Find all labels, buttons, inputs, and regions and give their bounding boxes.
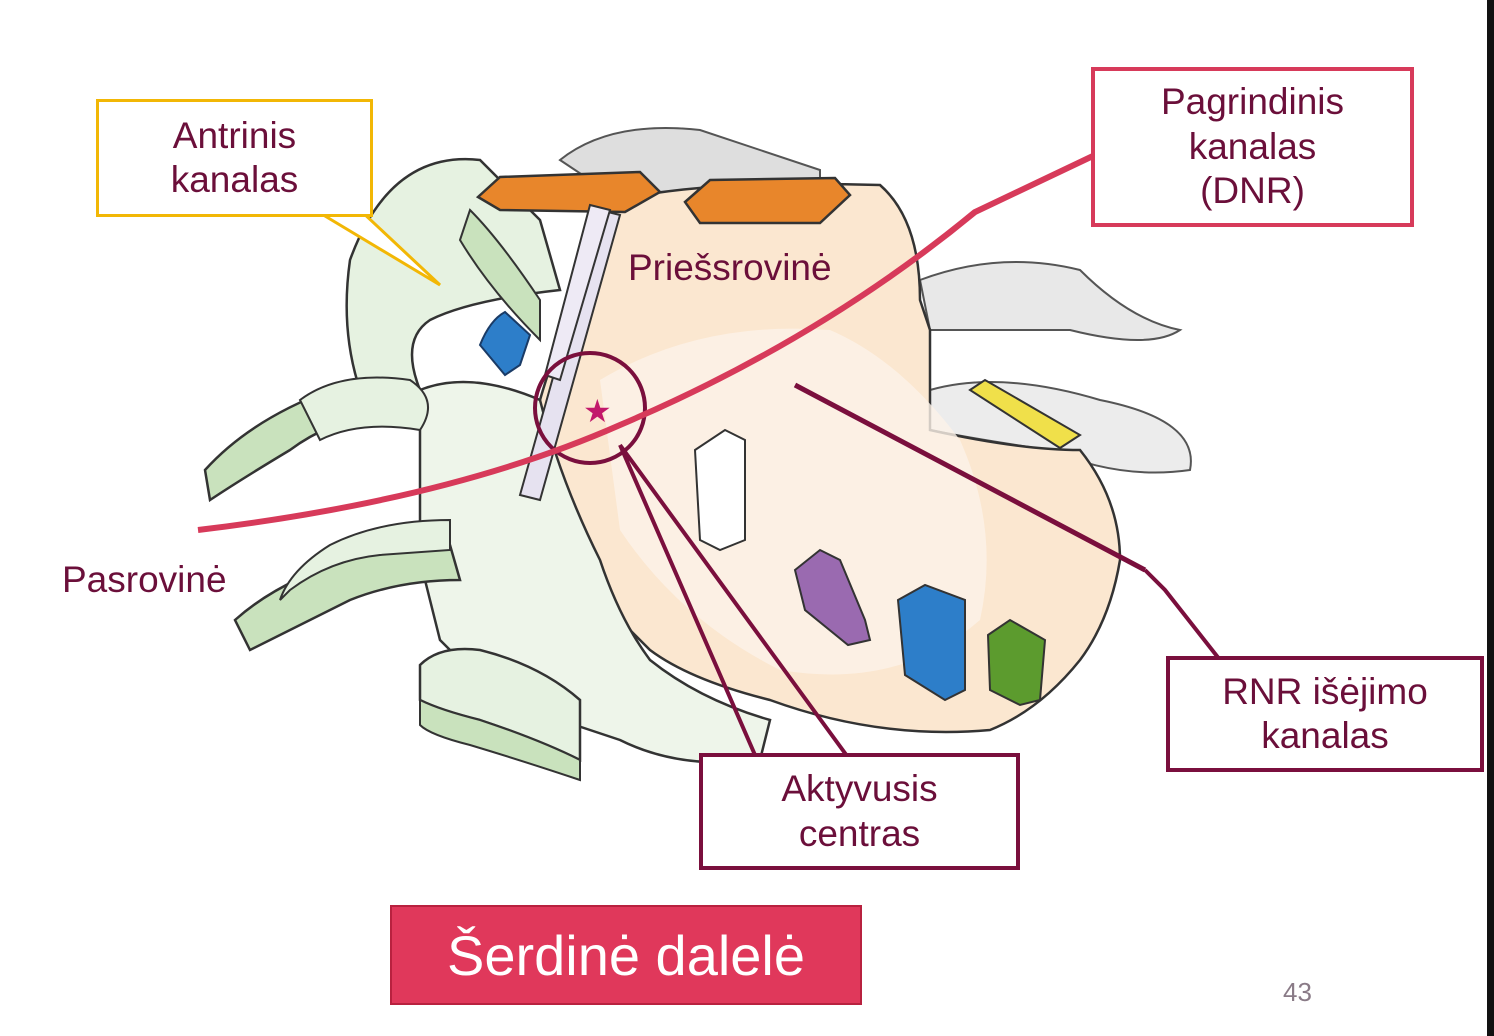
label-pagrindinis-kanalas: Pagrindinis kanalas (DNR) — [1091, 67, 1414, 227]
bottom-green-clamp-side — [419, 698, 581, 782]
label-pasrovine: Pasrovinė — [62, 559, 227, 600]
callout-antrinis — [319, 208, 442, 287]
label-rnr-isejimo-kanalas: RNR išėjimo kanalas — [1166, 656, 1484, 772]
blue-block-bottom — [896, 583, 966, 702]
page-number: 43 — [1283, 977, 1312, 1007]
left-green-lobe — [345, 157, 562, 392]
orange-block-left — [475, 170, 663, 214]
blue-element-left — [478, 310, 532, 377]
bridge-helix-upper — [543, 203, 612, 382]
label-priessrovine: Priešsrovinė — [628, 247, 832, 288]
label-antrinis-kanalas: Antrinis kanalas — [96, 99, 373, 217]
main-body-light — [600, 328, 987, 675]
active-center-star-icon: ★ — [583, 392, 612, 430]
purple-block — [793, 548, 872, 647]
dna-path-line — [197, 152, 1097, 533]
left-green-inner — [458, 208, 541, 343]
slide-right-border — [1487, 0, 1494, 1036]
label-aktyvusis-centras: Aktyvusis centras — [699, 753, 1020, 870]
left-upper-wall-top — [298, 376, 429, 442]
callout-rnr-tail — [1143, 568, 1222, 662]
right-gray-wing — [918, 261, 1183, 341]
green-block-bottom — [986, 618, 1047, 707]
left-lower-wall-top — [279, 518, 451, 601]
orange-block-right — [683, 176, 852, 225]
active-center-circle — [533, 351, 647, 465]
callout-aktyvusis — [618, 443, 852, 762]
slide-title: Šerdinė dalelė — [390, 905, 862, 1005]
yellow-block — [968, 378, 1082, 450]
white-block — [693, 428, 746, 552]
callout-rnr-line — [793, 382, 1147, 573]
